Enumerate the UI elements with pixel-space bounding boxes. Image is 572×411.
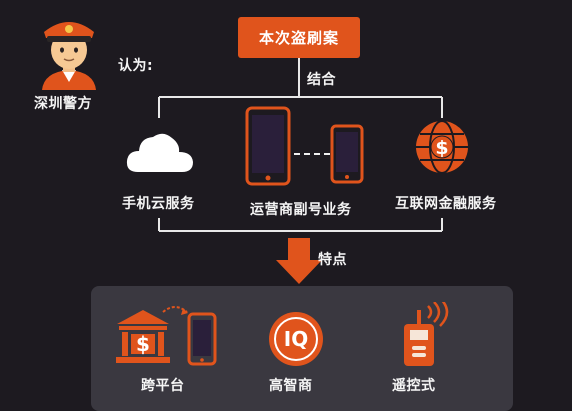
dollar-globe-icon: $ (416, 120, 468, 174)
remote-control-icon (404, 302, 449, 366)
source-label-carrier: 运营商副号业务 (250, 202, 352, 218)
police-says-label: 认为: (118, 58, 154, 74)
source-label-finance: 互联网金融服务 (395, 196, 497, 212)
feature-label-remote: 遥控式 (392, 378, 436, 394)
bank-phone-icon: $ (116, 306, 217, 366)
source-label-cloud: 手机云服务 (122, 196, 195, 212)
combine-label: 结合 (307, 72, 336, 88)
iq-icon (269, 312, 323, 366)
feature-label-cross-platform: 跨平台 (141, 378, 185, 394)
phones-icon (245, 106, 364, 186)
svg-text:$: $ (435, 137, 448, 159)
iq-text: IQ (283, 327, 309, 351)
features-label: 特点 (318, 252, 347, 268)
feature-label-high-iq: 高智商 (269, 378, 313, 394)
police-label: 深圳警方 (34, 96, 92, 112)
case-title-box: 本次盗刷案 (238, 17, 360, 58)
police-officer-icon (42, 22, 96, 90)
cloud-icon (126, 133, 193, 172)
svg-text:$: $ (136, 332, 150, 356)
arrow-down-icon (276, 238, 322, 284)
